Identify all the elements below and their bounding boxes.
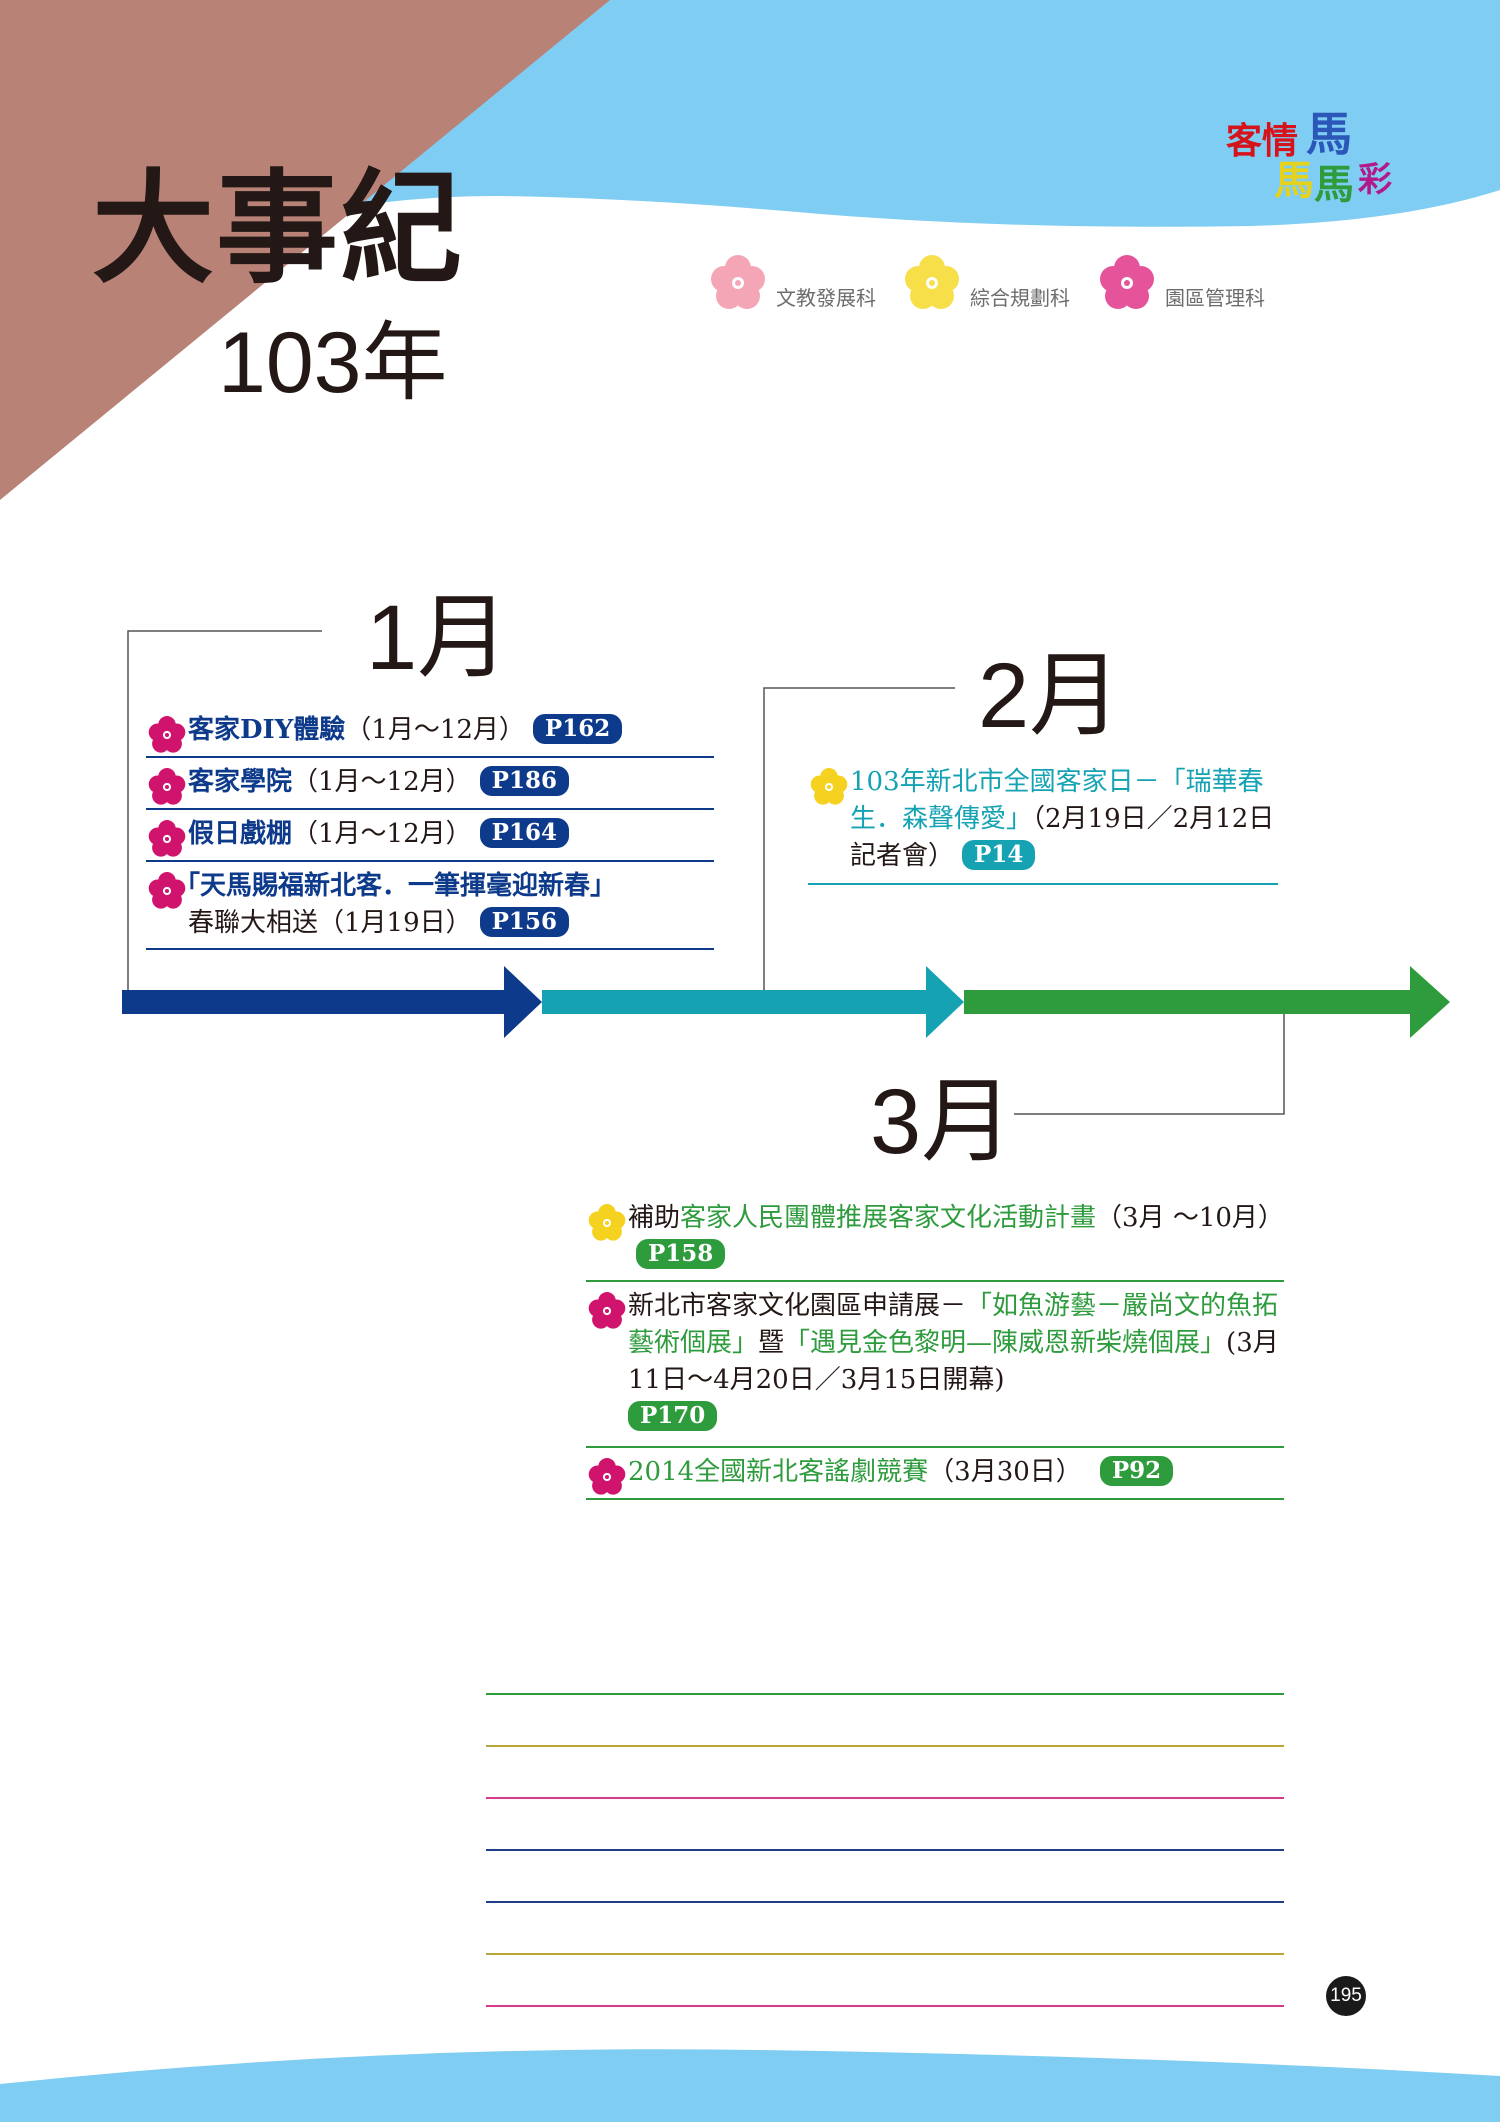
jan-entry-1: 客家DIY體驗（1月～12月）P162 xyxy=(146,712,716,753)
event-date: （1月～12月） xyxy=(292,767,472,797)
jan-arrow-shaft xyxy=(122,990,522,1014)
page-year: 103年 xyxy=(218,315,448,411)
logo-char: 彩 xyxy=(1358,160,1392,200)
flower-icon xyxy=(148,872,186,909)
corner-triangle xyxy=(0,0,610,500)
flower-icon xyxy=(1100,255,1154,309)
flower-icon xyxy=(588,1292,626,1329)
page-badge[interactable]: P156 xyxy=(479,907,569,937)
feb-bracket xyxy=(763,687,955,992)
jan-arrow-head xyxy=(504,966,542,1038)
feb-arrow-head xyxy=(926,966,964,1038)
logo: 客 情 馬 馬 馬 彩 xyxy=(1226,107,1416,212)
page-badge[interactable]: P186 xyxy=(479,766,569,796)
mar-entry-2: 新北市客家文化園區申請展－「如魚游藝－嚴尚文的魚拓藝術個展」暨「遇見金色黎明—陳… xyxy=(586,1288,1286,1436)
divider xyxy=(586,1498,1284,1500)
page-badge[interactable]: P158 xyxy=(636,1239,726,1269)
bottom-sky-band xyxy=(0,2049,1500,2122)
logo-char: 馬 xyxy=(1274,158,1314,204)
page-badge[interactable]: P162 xyxy=(532,714,623,744)
flower-icon xyxy=(810,768,848,805)
mar-arrow-shaft xyxy=(964,990,1416,1014)
logo-char: 馬 xyxy=(1306,107,1352,161)
jan-bracket xyxy=(127,630,322,992)
feb-arrow-shaft xyxy=(542,990,928,1014)
event-date: 春聯大相送（1月19日） xyxy=(188,908,472,938)
legend-item-planning: 綜合規劃科 xyxy=(902,252,1132,322)
event-title: 「遇見金色黎明—陳威恩新柴燒個展」 xyxy=(784,1328,1227,1358)
jan-entry-2: 客家學院（1月～12月）P186 xyxy=(146,764,716,805)
flower-icon xyxy=(148,768,186,805)
logo-char: 馬 xyxy=(1314,162,1354,208)
divider xyxy=(586,1280,1284,1282)
page-badge[interactable]: P92 xyxy=(1099,1456,1174,1486)
event-connector: 暨 xyxy=(758,1328,785,1358)
month-label-jan: 1月 xyxy=(366,587,510,689)
divider xyxy=(586,1446,1284,1448)
mar-arrow-head xyxy=(1410,966,1450,1038)
event-date: （2月19日／2月12日記者會） xyxy=(850,804,1275,871)
divider xyxy=(146,948,714,950)
divider xyxy=(146,756,714,758)
legend-label: 綜合規劃科 xyxy=(970,286,1070,310)
event-prefix: 補助 xyxy=(628,1203,681,1233)
event-date: (3月11日～4月20日／3月15日開幕) xyxy=(628,1328,1279,1395)
logo-char: 客 xyxy=(1226,121,1263,162)
flower-icon xyxy=(148,820,186,857)
divider xyxy=(146,808,714,810)
flower-icon xyxy=(711,255,765,309)
divider xyxy=(146,860,714,862)
month-label-mar: 3月 xyxy=(870,1071,1014,1173)
event-prefix: 新北市客家文化園區申請展－ xyxy=(628,1291,967,1321)
jan-entry-3: 假日戲棚（1月～12月）P164 xyxy=(146,816,716,857)
event-date: （3月 ～10月） xyxy=(1096,1203,1284,1233)
flower-icon xyxy=(588,1204,626,1241)
page-badge[interactable]: P14 xyxy=(962,840,1036,870)
page-badge[interactable]: P170 xyxy=(628,1401,718,1431)
page-title: 大事紀 xyxy=(92,158,464,300)
event-title: 客家人民團體推展客家文化活動計畫 xyxy=(680,1203,1097,1233)
event-title: 假日戲棚 xyxy=(188,819,293,849)
divider xyxy=(808,883,1278,885)
month-label-feb: 2月 xyxy=(978,645,1122,747)
event-title: 「如魚游藝－嚴尚文的魚拓藝術個展」 xyxy=(628,1291,1279,1358)
legend-label: 文教發展科 xyxy=(776,286,876,310)
feb-entry-1: 103年新北市全國客家日－「瑞華春生．森聲傳愛」（2月19日／2月12日記者會）… xyxy=(808,764,1286,875)
flower-icon xyxy=(905,255,959,309)
flower-icon xyxy=(588,1458,626,1495)
event-date: （1月～12月） xyxy=(292,819,472,849)
mar-entry-3: 2014全國新北客謠劇競賽（3月30日） P92 xyxy=(586,1454,1286,1495)
flower-icon xyxy=(148,716,186,753)
event-date: （1月～12月） xyxy=(345,715,525,745)
event-title: 「天馬賜福新北客．一筆揮毫迎新春」 xyxy=(174,871,617,901)
jan-entry-4: 「天馬賜福新北客．一筆揮毫迎新春」 春聯大相送（1月19日）P156 xyxy=(146,868,726,942)
legend-item-park: 園區管理科 xyxy=(1097,252,1327,322)
logo-char: 情 xyxy=(1262,121,1299,162)
mar-entry-1: 補助客家人民團體推展客家文化活動計畫（3月 ～10月） P158 xyxy=(586,1200,1286,1274)
event-date: （3月30日） xyxy=(928,1457,1082,1487)
event-title: 客家學院 xyxy=(188,767,293,797)
event-title: 2014全國新北客謠劇競賽 xyxy=(628,1457,929,1487)
page-number: 195 xyxy=(1326,1976,1366,2016)
legend-label: 園區管理科 xyxy=(1165,286,1265,310)
event-title: 客家DIY體驗 xyxy=(188,715,346,745)
event-title: 103年新北市全國客家日－「瑞華春生．森聲傳愛」 xyxy=(850,767,1264,834)
mar-bracket xyxy=(1014,1012,1285,1115)
legend-item-culture: 文教發展科 xyxy=(708,252,938,322)
page-badge[interactable]: P164 xyxy=(479,818,569,848)
